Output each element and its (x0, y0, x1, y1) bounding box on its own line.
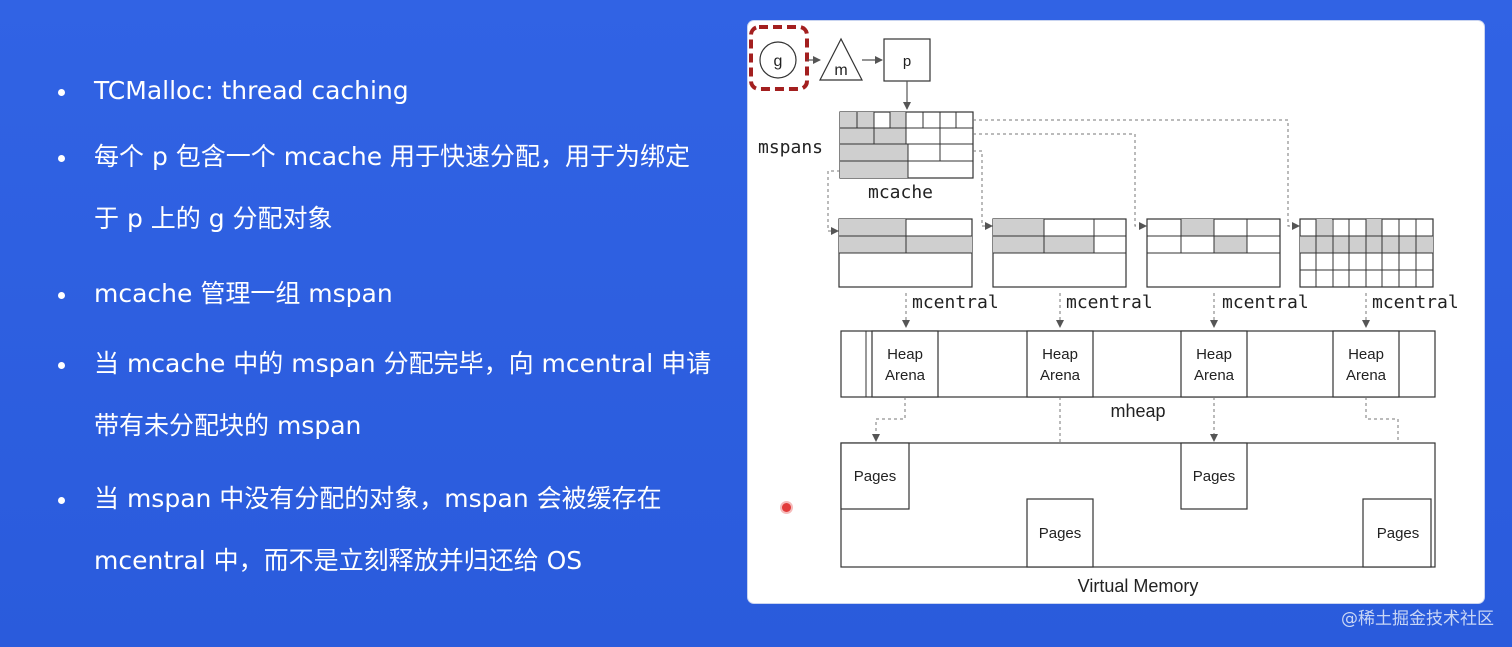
pages-label-3: Pages (1193, 468, 1236, 485)
p-label: p (903, 53, 911, 70)
pages-block-1 (840, 442, 910, 510)
mcache-to-mcentral-4-connector (973, 119, 1300, 230)
m-triangle (819, 37, 863, 81)
bullet-text: 当 mcache 中的 mspan 分配完毕，向 mcentral 申请带有未分… (94, 349, 712, 440)
bullet-item: 当 mspan 中没有分配的对象，mspan 会被缓存在 mcentral 中，… (58, 468, 714, 592)
heap-arena-3 (1180, 330, 1248, 398)
heap-arena-2 (1026, 330, 1094, 398)
mspans-label: mspans (758, 137, 823, 158)
mcache-to-mcentral-3-connector (973, 133, 1147, 230)
pages-label-1: Pages (854, 468, 897, 485)
heap-arena-line: Arena (1194, 367, 1235, 384)
p-box (883, 38, 931, 82)
g-label: g (774, 53, 783, 70)
heap-arena-line: Heap (887, 346, 923, 363)
heap-arena-line: Heap (1348, 346, 1384, 363)
bullet-item: mcache 管理一组 mspan (58, 263, 714, 325)
bullet-item: 当 mcache 中的 mspan 分配完毕，向 mcentral 申请带有未分… (58, 333, 714, 457)
mcentral-label-3: mcentral (1222, 292, 1309, 313)
mcentral-block-1 (838, 218, 973, 288)
heap-arena-line: Arena (885, 367, 926, 384)
pages-block-4 (1362, 498, 1432, 568)
virtual-memory-box (840, 442, 1436, 568)
bullet-text: TCMalloc: thread caching (94, 76, 409, 105)
heap-arena-1 (871, 330, 939, 398)
mheap-label: mheap (1110, 401, 1165, 421)
arena-to-pages-1-arrow (872, 397, 906, 442)
memory-diagram: g m p (749, 25, 1459, 596)
mcache-to-mcentral-1-connector (827, 170, 840, 235)
bullet-text: 每个 p 包含一个 mcache 用于快速分配，用于为绑定于 p 上的 g 分配… (94, 142, 691, 233)
pages-label-2: Pages (1039, 525, 1082, 542)
mcentral-label-4: mcentral (1372, 292, 1459, 313)
mcentral-block-2 (992, 218, 1127, 288)
pages-block-2 (1026, 498, 1094, 568)
bullet-text: mcache 管理一组 mspan (94, 279, 393, 308)
bullet-item: 每个 p 包含一个 mcache 用于快速分配，用于为绑定于 p 上的 g 分配… (58, 126, 714, 250)
heap-arena-line: Heap (1196, 346, 1232, 363)
virtual-memory-label: Virtual Memory (1078, 576, 1199, 596)
pages-label-4: Pages (1377, 525, 1420, 542)
mcentral-block-3 (1146, 218, 1281, 288)
heap-arena-line: Arena (1040, 367, 1081, 384)
watermark: @稀土掘金技术社区 (1341, 609, 1494, 629)
pointer-cursor-icon (782, 503, 791, 512)
mcentral-label-2: mcentral (1066, 292, 1153, 313)
heap-arena-line: Heap (1042, 346, 1078, 363)
bullet-text: 当 mspan 中没有分配的对象，mspan 会被缓存在 mcentral 中，… (94, 484, 662, 575)
g-highlight-box (749, 25, 809, 91)
mcache-grid (839, 111, 974, 179)
pages-block-3 (1180, 442, 1248, 510)
heap-arena-line: Arena (1346, 367, 1387, 384)
m-label: m (834, 62, 847, 79)
mcentral-block-4 (1299, 218, 1434, 288)
heap-arena-4 (1332, 330, 1400, 398)
mcache-to-mcentral-2-connector (973, 150, 993, 230)
diagram-panel: g m p (748, 21, 1484, 603)
mcentral-label-1: mcentral (912, 292, 999, 313)
g-circle (759, 41, 797, 79)
bullet-item: TCMalloc: thread caching (58, 60, 714, 122)
mcache-label: mcache (868, 182, 933, 203)
